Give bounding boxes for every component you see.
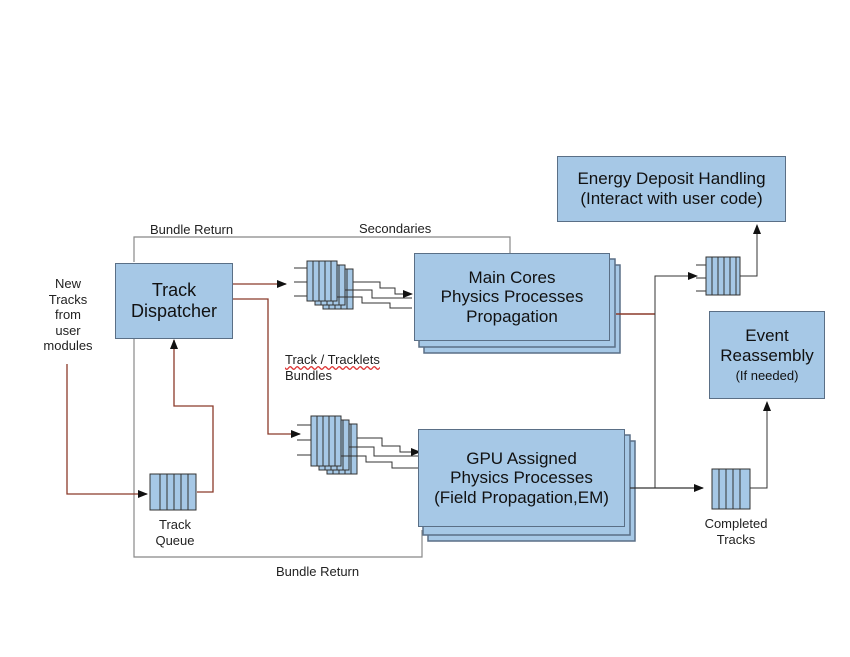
new-tracks-label: New Tracks from user modules	[36, 276, 100, 354]
track-queue	[149, 473, 197, 511]
track-queue-line1: Track	[158, 517, 192, 532]
main-cores-line3: Propagation	[466, 306, 558, 326]
track-dispatcher-line2: Dispatcher	[130, 301, 218, 321]
track-queue-label: Track Queue	[150, 517, 200, 548]
bundle-return-bottom-line	[133, 336, 423, 558]
track-bundles-line2: Bundles	[285, 367, 332, 383]
track-bundles-line1: Track / Tracklets	[285, 352, 380, 367]
energy-deposit-line2: (Interact with user code)	[580, 189, 763, 208]
completed-tracks-label: Completed Tracks	[694, 516, 778, 547]
bundle-return-bottom-label: Bundle Return	[276, 564, 360, 579]
dispatcher-to-gpu-arrow	[232, 298, 301, 438]
energy-queue-to-energy-arrow	[740, 224, 761, 277]
bundle-return-top-line	[133, 236, 511, 262]
completed-tracks-queue	[711, 468, 751, 510]
event-reassembly-line3: (If needed)	[735, 367, 799, 383]
new-tracks-arrow	[66, 364, 148, 498]
event-reassembly-box: Event Reassembly (If needed)	[709, 311, 825, 399]
new-tracks-line4: user	[55, 322, 81, 338]
energy-deposit-line1: Energy Deposit Handling	[577, 169, 766, 189]
event-reassembly-line2: Reassembly	[720, 346, 814, 366]
main-cores-line2: Physics Processes	[440, 287, 584, 307]
track-queue-line2: Queue	[155, 532, 195, 548]
gpu-box: GPU Assigned Physics Processes (Field Pr…	[418, 429, 625, 527]
gpu-line1: GPU Assigned	[466, 448, 577, 468]
gpu-line2: Physics Processes	[450, 468, 593, 488]
main-cores-line1: Main Cores	[468, 267, 556, 287]
main-cores-queue-stack	[294, 260, 413, 310]
new-tracks-line1: New	[54, 276, 81, 291]
new-tracks-line3: from	[55, 307, 81, 323]
completed-tracks-line2: Tracks	[716, 531, 756, 547]
energy-deposit-box: Energy Deposit Handling (Interact with u…	[557, 156, 786, 222]
gpu-line3: (Field Propagation,EM)	[434, 487, 609, 507]
main-cores-box: Main Cores Physics Processes Propagation	[414, 253, 610, 341]
new-tracks-line2: Tracks	[48, 291, 88, 307]
energy-queue	[696, 256, 741, 296]
track-bundles-label: Track / Tracklets Bundles	[285, 352, 380, 383]
track-dispatcher-line1: Track	[151, 280, 197, 301]
to-energy-queue-arrow	[654, 272, 698, 488]
secondaries-label: Secondaries	[359, 221, 432, 236]
completed-to-event-arrow	[750, 401, 771, 489]
queue-to-dispatcher-arrow	[170, 339, 214, 493]
track-dispatcher-box: Track Dispatcher	[115, 263, 233, 339]
event-reassembly-line1: Event	[745, 326, 789, 346]
new-tracks-line5: modules	[43, 338, 93, 354]
gpu-queue-stack	[297, 415, 421, 475]
completed-tracks-line1: Completed	[704, 516, 768, 531]
bundle-return-top-label: Bundle Return	[150, 222, 234, 237]
